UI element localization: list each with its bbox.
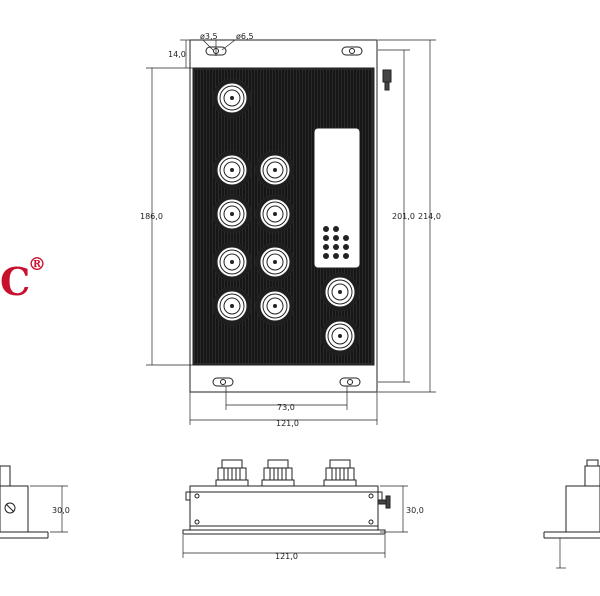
led-dot — [323, 253, 329, 259]
dim-hole-small: ø3,5 — [200, 32, 218, 41]
right-side-view — [543, 459, 600, 539]
dim-mount-spacing: 73,0 — [277, 403, 295, 412]
left-view-dimensions — [30, 485, 68, 533]
led-dot — [343, 253, 349, 259]
dim-front-height: 30,0 — [406, 506, 424, 515]
dim-left-height: 30,0 — [52, 506, 70, 515]
top-view-dimensions — [146, 39, 436, 425]
led-panel — [313, 127, 361, 269]
led-indicators — [323, 226, 349, 259]
led-dot — [333, 244, 339, 250]
m12-connector — [212, 78, 252, 118]
connector-nut — [215, 459, 249, 487]
logo-registered-mark: ® — [28, 254, 46, 275]
m12-connector — [255, 194, 295, 234]
m12-connector — [320, 316, 360, 356]
m12-connector — [212, 150, 252, 190]
dim-hole-large: ø6,5 — [236, 32, 254, 41]
connector-nut — [261, 459, 295, 487]
m12-connector — [255, 150, 295, 190]
dim-height-inner: 201,0 — [392, 212, 415, 221]
ground-screw — [382, 69, 392, 91]
mount-slot-bottom-right — [339, 377, 361, 387]
led-dot — [333, 226, 339, 232]
mount-slot-bottom-left — [212, 377, 234, 387]
dim-tab-height: 14,0 — [168, 50, 186, 59]
right-view-dimensions — [556, 538, 566, 569]
mount-slot-top-right — [341, 46, 363, 56]
dim-height-total: 214,0 — [418, 212, 441, 221]
led-dot — [343, 244, 349, 250]
front-view — [182, 459, 391, 535]
m12-connector — [255, 242, 295, 282]
m12-connector — [320, 272, 360, 312]
m12-connector — [255, 286, 295, 326]
top-view — [189, 39, 392, 393]
led-dot — [333, 253, 339, 259]
front-view-dimensions — [182, 485, 408, 558]
dim-height-body: 186,0 — [140, 212, 163, 221]
led-dot — [323, 235, 329, 241]
connector-nut — [323, 459, 357, 487]
left-side-view — [0, 465, 49, 539]
led-dot — [343, 235, 349, 241]
dim-front-width: 121,0 — [275, 552, 298, 561]
m12-connector — [212, 194, 252, 234]
brand-logo: C ® — [0, 254, 46, 304]
m12-connector — [212, 242, 252, 282]
top-view-dimension-labels: ø3,5 ø6,5 14,0 186,0 201,0 214,0 73,0 12… — [140, 32, 441, 428]
dim-width-total: 121,0 — [276, 419, 299, 428]
logo-letter: C — [0, 259, 30, 304]
led-dot — [333, 235, 339, 241]
led-dot — [323, 226, 329, 232]
led-dot — [323, 244, 329, 250]
mounting-plate — [189, 39, 378, 393]
m12-connector — [212, 286, 252, 326]
